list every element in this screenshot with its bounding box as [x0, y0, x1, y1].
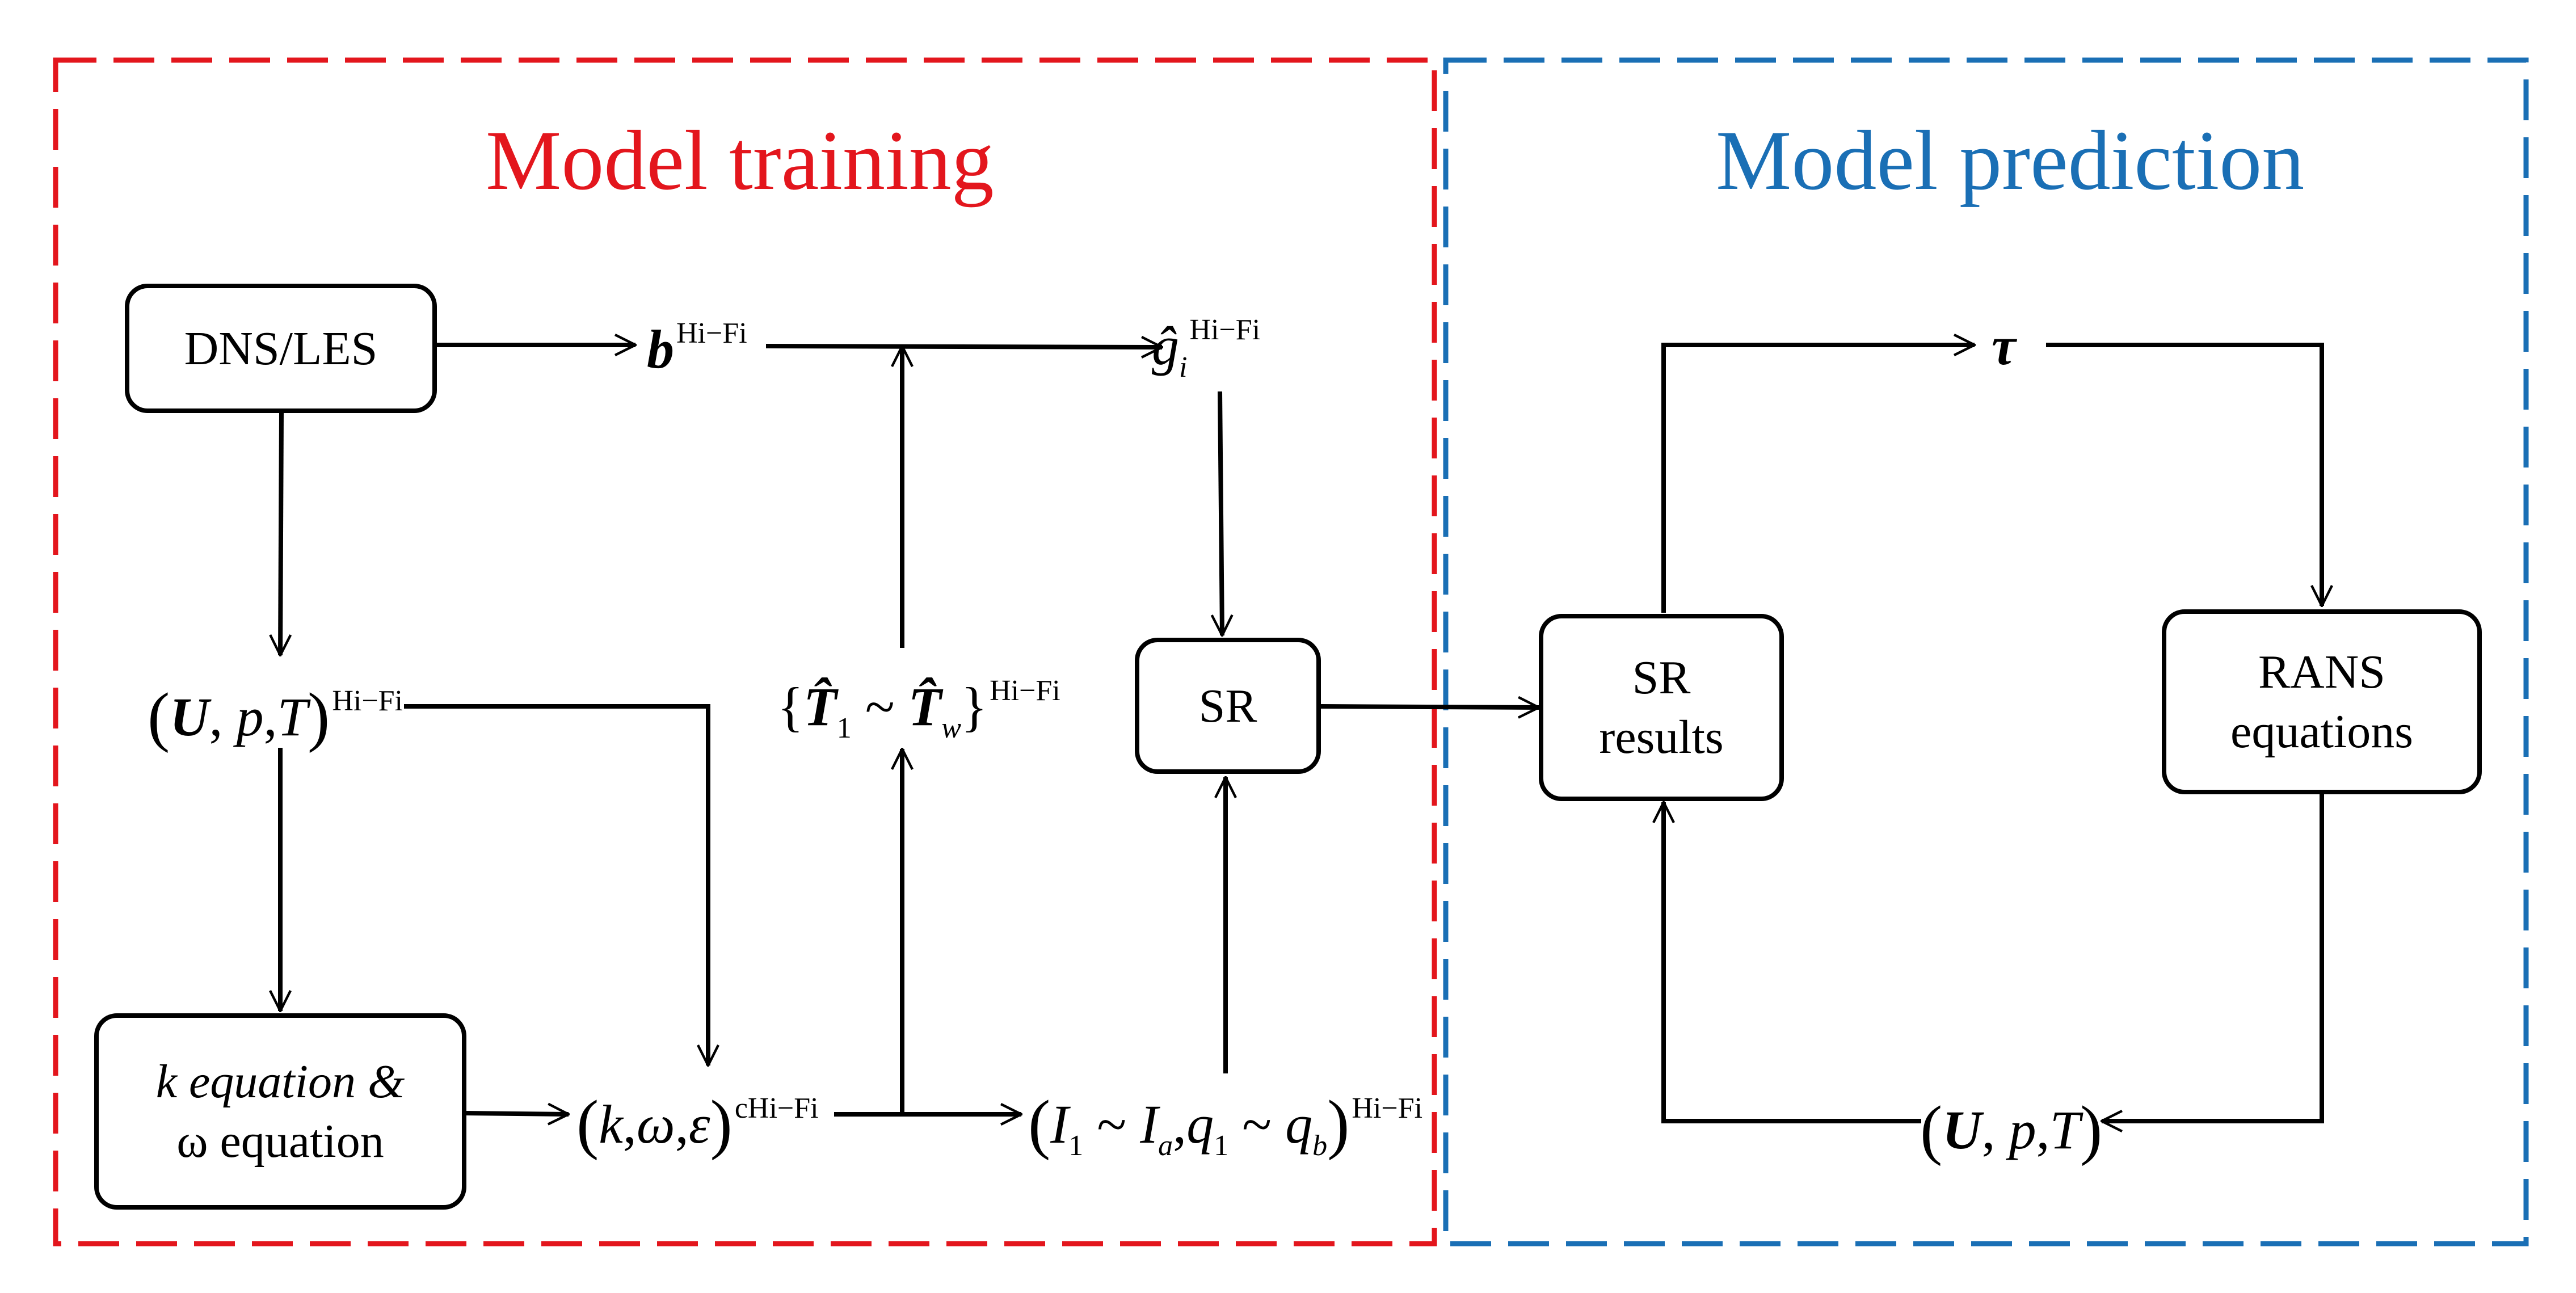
g-hifi-label: ĝiHi−Fi	[1152, 314, 1261, 384]
training-title: Model training	[486, 113, 994, 208]
sr-box: SR	[1135, 638, 1321, 774]
arrow-tau-to-rans	[2046, 343, 2322, 606]
tau-label: τ	[1992, 315, 2016, 376]
upt-prediction-label: (U, p,T)	[1920, 1092, 2103, 1166]
k-eq-text-2: ω equation	[176, 1115, 384, 1168]
dns-les-box: DNS/LES	[125, 284, 437, 413]
rans-box: RANS equations	[2162, 609, 2482, 794]
b-hifi-label: bHi−Fi	[647, 317, 747, 380]
upt-hifi-label: (U, p,T)Hi−Fi	[148, 679, 403, 753]
tensor-basis-label: {T̂1 ~ T̂w}Hi−Fi	[777, 675, 1060, 744]
sr-results-box: SR results	[1539, 614, 1784, 801]
sr-results-line2: results	[1599, 711, 1724, 764]
arrow-keq-to-kwe	[466, 1113, 569, 1114]
prediction-panel-border	[1443, 57, 2529, 1246]
rans-line2: equations	[2230, 705, 2413, 758]
arrow-g-to-sr	[1220, 391, 1222, 635]
arrow-dns-to-upt	[280, 412, 281, 655]
rans-line1: RANS	[2258, 646, 2386, 698]
arrow-rans-to-upt	[2102, 794, 2324, 1121]
omega-equation-line: ω equation	[176, 1111, 384, 1171]
k-equation-line: k equation &	[156, 1052, 405, 1111]
sr-results-line1: SR	[1632, 651, 1691, 704]
kwe-chifi-label: (k,ω,ε)cHi−Fi	[576, 1086, 819, 1161]
arrow-b-to-g	[765, 346, 1162, 347]
k-eq-text-1: k equation &	[155, 1055, 405, 1108]
prediction-title: Model prediction	[1716, 113, 2305, 208]
dns-les-label: DNS/LES	[184, 322, 378, 375]
arrow-results-to-tau	[1661, 345, 1975, 613]
training-panel-border	[53, 57, 1437, 1246]
k-omega-equation-box: k equation & ω equation	[94, 1013, 466, 1210]
arrow-sr-to-results	[1320, 706, 1539, 707]
arrow-upt-to-results	[1664, 802, 1921, 1123]
arrow-upt-to-kwe	[404, 704, 708, 1065]
invariants-hifi-label: (I1 ~ Ia,q1 ~ qb)Hi−Fi	[1028, 1086, 1423, 1162]
sr-label: SR	[1198, 679, 1257, 732]
